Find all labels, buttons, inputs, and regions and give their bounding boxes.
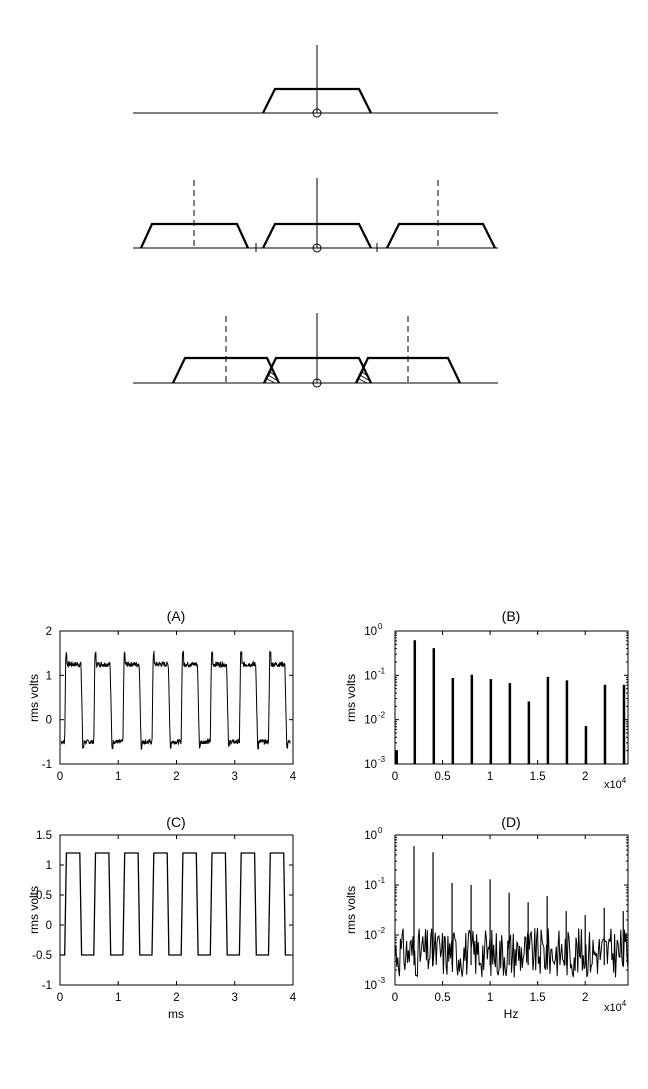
x-tick-label: 0 [57,992,63,1004]
x-tick-label: 2 [173,992,179,1004]
panel-b-ylabel: rms volts [344,674,358,722]
y-tick-label: 1.5 [36,830,52,842]
panel-a-signal [61,651,290,749]
x-tick-label: 2 [582,771,588,783]
y-tick-label: 10 [364,626,377,638]
panel-a-title: (A) [167,608,186,624]
x-tick-label: 2 [582,992,588,1004]
diagram-row-baseband [133,45,498,117]
panel-b-frame [395,631,628,764]
spectral-line [623,685,625,764]
panel-a: (A) rms volts -1 0 1 2 0 1 2 3 4 [27,608,297,783]
panel-d-ylabel: rms volts [344,886,358,934]
panel-a-y-ticks: -1 0 1 2 [42,626,293,771]
panel-a-x-ticks: 0 1 2 3 4 [57,631,297,783]
y-tick-label: 10 [364,980,377,992]
x-tick-label: 0.5 [435,992,451,1004]
spectral-line [433,649,435,764]
x-tick-label: 3 [232,771,238,783]
spectral-line [566,681,568,764]
panel-c-title: (C) [166,814,185,830]
x-tick-label: 4 [290,992,297,1004]
x-tick-label: 1 [487,771,493,783]
y-tick-label: 10 [364,759,377,771]
y-tick-label: 10 [364,930,377,942]
panel-b-title: (B) [502,608,521,624]
spectral-line [547,677,549,764]
y-tick-exponent: -2 [378,711,386,720]
diagram-row-separated [133,178,498,252]
x-tick-label: 0 [392,771,398,783]
panel-d-multiplier: x104 [604,999,627,1014]
panel-d-title: (D) [501,814,520,830]
x-tick-label: 1 [115,992,121,1004]
y-tick-label: 10 [364,880,377,892]
y-tick-label: -1 [42,980,52,992]
y-tick-label: 0 [46,920,52,932]
x-tick-label: 2 [173,771,179,783]
panel-c-x-ticks: 0 1 2 3 4 [57,835,297,1004]
y-tick-exponent: 0 [378,826,383,835]
y-tick-label: 10 [364,715,377,727]
y-tick-label: 1 [46,860,52,872]
x-tick-label: 0 [392,992,398,1004]
x-tick-label: 4 [290,771,297,783]
spectral-line [509,684,511,764]
y-tick-label: -1 [42,759,52,771]
x-tick-label: 1.5 [530,771,546,783]
spectral-line [471,675,473,764]
panel-c-signal [61,853,290,955]
panel-a-ylabel: rms volts [27,674,41,722]
x-tick-label: 1 [487,992,493,1004]
diagram-row-aliased [133,313,498,387]
y-tick-label: 10 [364,830,377,842]
spectral-line [528,702,530,764]
panel-b-spectral-lines [396,641,625,764]
panel-d-xlabel: Hz [504,1007,519,1021]
spectral-line [396,751,398,764]
spectral-line [490,680,492,764]
x-tick-label: 0.5 [435,771,451,783]
y-tick-label: 0.5 [36,890,52,902]
y-tick-exponent: -3 [378,976,386,985]
y-tick-label: 0 [46,715,52,727]
y-tick-exponent: -3 [378,755,386,764]
x-tick-label: 1.5 [530,992,546,1004]
aliasing-spectrum-diagram [0,0,648,420]
spectral-line [452,679,454,765]
panel-d-noise-floor [395,928,628,978]
y-tick-label: -0.5 [32,950,52,962]
y-tick-label: 2 [46,626,52,638]
y-tick-label: 10 [364,670,377,682]
panel-c-xlabel: ms [168,1007,184,1021]
y-tick-exponent: -1 [378,666,386,675]
panel-b-multiplier: x104 [604,776,627,791]
spectral-line [585,727,587,765]
panel-c-y-ticks: -1 -0.5 0 0.5 1 1.5 [32,830,293,992]
spectrum-lobe-right [387,224,495,248]
x-tick-label: 3 [232,992,238,1004]
x-tick-label: 0 [57,771,63,783]
y-tick-exponent: -2 [378,926,386,935]
y-tick-label: 1 [46,670,52,682]
y-tick-exponent: -1 [378,876,386,885]
spectral-line [414,641,416,764]
x-tick-label: 1 [115,771,121,783]
y-tick-exponent: 0 [378,622,383,631]
spectral-line [604,685,606,764]
